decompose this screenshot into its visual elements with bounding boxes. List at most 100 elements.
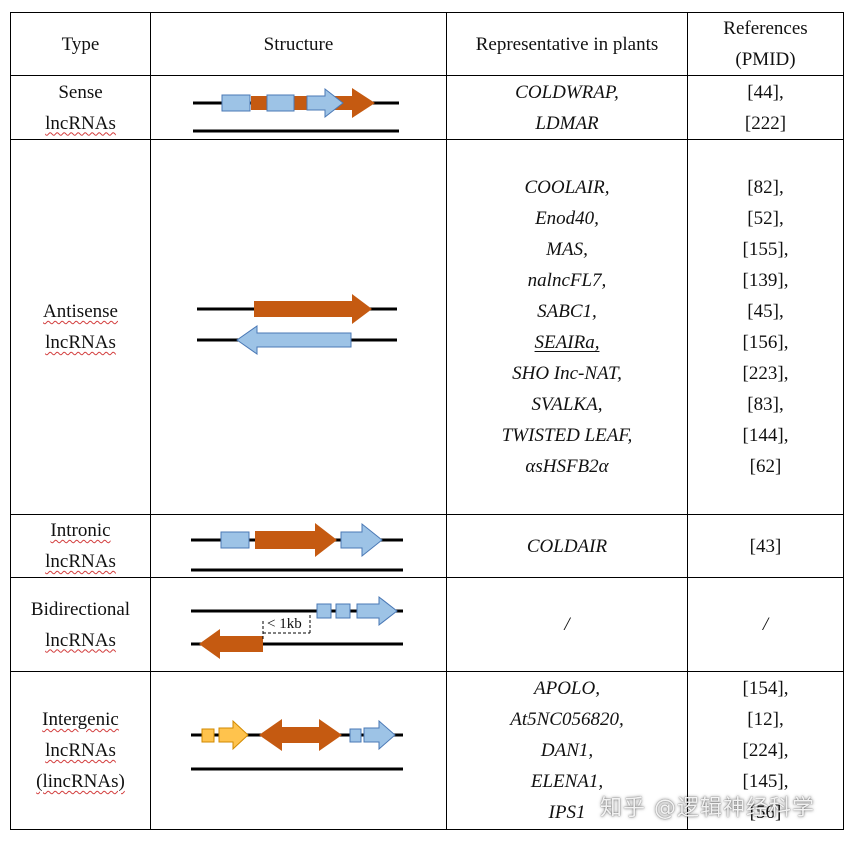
row-bidirectional: Bidirectional lncRNAs < 1kb / / — [10, 577, 844, 672]
rep-item: SVALKA, — [531, 394, 603, 415]
rep-item: IPS1 — [548, 802, 586, 823]
bidirectional-diagram: < 1kb — [191, 595, 403, 659]
ref-item: [62] — [749, 456, 782, 477]
row-intergenic: Intergenic lncRNAs (lincRNAs) APOLO, At5… — [10, 671, 844, 830]
refs-cell: [154], [12], [224], [145], [56] — [687, 671, 844, 830]
rep-item: αsHSFB2α — [525, 456, 609, 477]
rep-item: SABC1, — [537, 301, 597, 322]
orange-arrow — [199, 628, 263, 659]
header-representative: Representative in plants — [446, 12, 688, 76]
ref-item: [223], — [742, 363, 789, 384]
reps-cell: / — [446, 577, 688, 672]
lncrna-table: Type Structure Representative in plants … — [10, 12, 844, 830]
header-structure: Structure — [150, 12, 447, 76]
ref-item: / — [762, 614, 769, 635]
refs-cell: / — [687, 577, 844, 672]
ref-item: [156], — [742, 332, 789, 353]
watermark: 知乎 @逻辑神经科学 — [600, 796, 815, 821]
blue-exon — [220, 531, 250, 549]
ref-item: [144], — [742, 425, 789, 446]
yellow-exon — [201, 728, 215, 742]
intergenic-diagram — [191, 718, 403, 770]
antisense-arrow — [236, 325, 352, 355]
type-cell: Intronic lncRNAs — [10, 514, 151, 578]
type-line: lncRNAs — [45, 551, 116, 572]
sense-diagram — [193, 87, 399, 132]
type-cell: Intergenic lncRNAs (lincRNAs) — [10, 671, 151, 830]
refs-cell: [44], [222] — [687, 75, 844, 140]
bidirectional-orange-arrow — [259, 718, 342, 751]
refs-cell: [82], [52], [155], [139], [45], [156], [… — [687, 139, 844, 515]
blue-exon — [349, 728, 362, 742]
structure-cell — [150, 139, 447, 515]
type-cell: Antisense lncRNAs — [10, 139, 151, 515]
yellow-arrow — [218, 719, 249, 750]
reps-cell: COLDWRAP, LDMAR — [446, 75, 688, 140]
ref-item: [82], — [747, 177, 784, 198]
structure-cell — [150, 75, 447, 140]
refs-cell: [43] — [687, 514, 844, 578]
reps-cell: APOLO, At5NC056820, DAN1, ELENA1, IPS1 — [446, 671, 688, 830]
ref-item: [83], — [747, 394, 784, 415]
blue-exon — [335, 603, 351, 618]
rep-item: LDMAR — [535, 112, 599, 134]
blue-arrow — [363, 719, 396, 750]
distance-label: < 1kb — [267, 616, 302, 632]
header-references-line1: References — [723, 18, 808, 39]
rep-item: Enod40, — [535, 208, 599, 229]
ref-item: [44], — [747, 81, 784, 103]
structure-cell: < 1kb — [150, 577, 447, 672]
type-line: Antisense — [43, 301, 118, 322]
ref-item: [12], — [747, 709, 784, 730]
ref-item: [43] — [749, 535, 782, 557]
blue-arrow — [356, 595, 398, 626]
type-line: Intronic — [50, 520, 111, 541]
structure-cell — [150, 514, 447, 578]
blue-exon — [221, 94, 251, 111]
header-row: Type Structure Representative in plants … — [10, 12, 844, 76]
rep-item: DAN1, — [540, 740, 594, 761]
rep-item: COOLAIR, — [524, 177, 610, 198]
ref-item: [155], — [742, 239, 789, 260]
row-sense: Sense lncRNAs COLDWRAP, LDMAR [44], [222… — [10, 75, 844, 140]
rep-item: SHO Inc-NAT, — [512, 363, 622, 384]
header-type: Type — [10, 12, 151, 76]
type-line: Bidirectional — [30, 598, 131, 620]
row-intronic: Intronic lncRNAs COLDAIR [43] — [10, 514, 844, 578]
type-cell: Bidirectional lncRNAs — [10, 577, 151, 672]
type-line: (lincRNAs) — [36, 771, 125, 792]
blue-arrow — [306, 87, 344, 118]
rep-item: At5NC056820, — [510, 709, 624, 730]
ref-item: [154], — [742, 678, 789, 699]
type-line: Intergenic — [42, 709, 119, 730]
sense-arrow — [254, 294, 372, 324]
rep-item: TWISTED LEAF, — [501, 425, 633, 446]
rep-item: COLDWRAP, — [515, 81, 619, 103]
row-antisense: Antisense lncRNAs COOLAIR, Enod40, MAS, … — [10, 139, 844, 515]
rep-item: SEAIRa, — [534, 332, 600, 353]
header-references: References (PMID) — [687, 12, 844, 76]
rep-item: nalncFL7, — [527, 270, 607, 291]
ref-item: [139], — [742, 270, 789, 291]
type-line: lncRNAs — [45, 112, 116, 134]
type-line: lncRNAs — [45, 332, 116, 353]
ref-item: [56] — [749, 802, 782, 823]
rep-item: COLDAIR — [526, 535, 608, 557]
blue-exon — [266, 94, 295, 111]
type-line: lncRNAs — [45, 740, 116, 761]
structure-cell — [150, 671, 447, 830]
ref-item: [145], — [742, 771, 789, 792]
orange-arrow — [255, 523, 337, 557]
rep-item: / — [564, 614, 570, 635]
rep-item: MAS, — [546, 239, 588, 260]
rep-item: ELENA1, — [530, 771, 604, 792]
ref-item: [45], — [747, 301, 784, 322]
type-line: Sense — [58, 81, 103, 103]
reps-cell: COOLAIR, Enod40, MAS, nalncFL7, SABC1, S… — [446, 139, 688, 515]
type-line: lncRNAs — [45, 629, 116, 651]
rep-item: APOLO, — [534, 678, 600, 699]
antisense-diagram — [197, 294, 397, 355]
ref-item: [222] — [744, 112, 787, 134]
intronic-diagram — [191, 522, 403, 572]
blue-exon — [316, 603, 332, 618]
